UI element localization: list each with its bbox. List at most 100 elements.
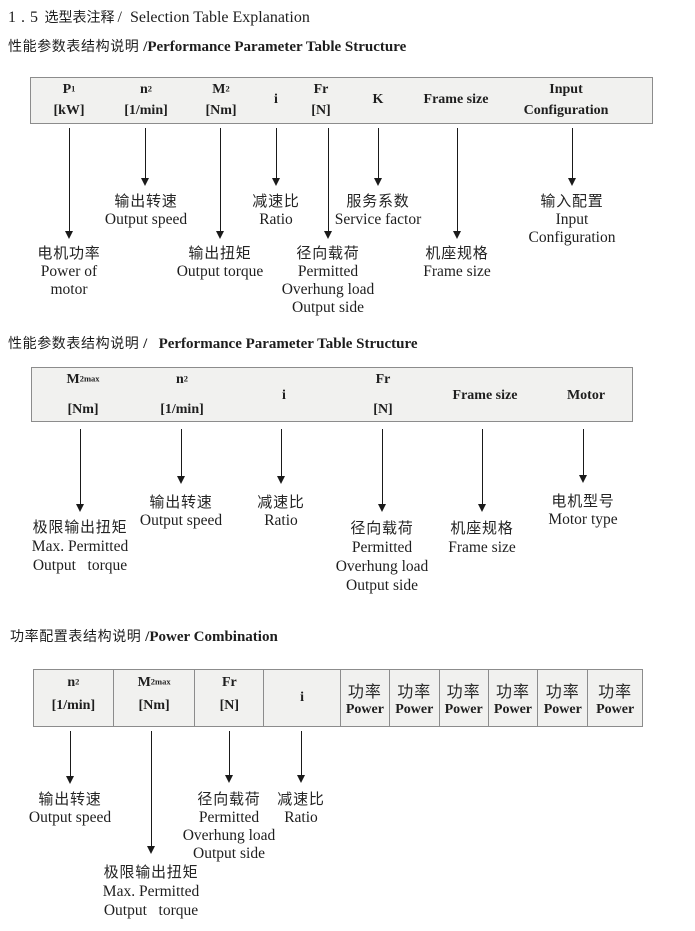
cell-power-zh: 功率: [347, 683, 382, 701]
callout-label-zh: 径向载荷: [296, 245, 360, 262]
cell-unit: [N]: [311, 103, 331, 118]
arrow-line: [300, 731, 302, 775]
arrow-n2: [66, 731, 75, 784]
cell-symbol-text: Input: [549, 81, 583, 97]
col-i: i: [264, 670, 341, 726]
arrow-head-icon: [478, 504, 486, 512]
cell-subscript: 2max: [79, 373, 100, 383]
arrow-n2: [177, 429, 186, 484]
arrow-i: [277, 429, 286, 484]
callout-label-en: Motor type: [548, 511, 618, 528]
arrow-head-icon: [378, 504, 386, 512]
cell-power-zh: 功率: [397, 683, 432, 701]
cell-symbol-text: Fr: [375, 371, 391, 387]
callout-label-zh: 输入配置: [540, 193, 604, 210]
cell-unit: [1/min]: [124, 103, 168, 118]
cell-symbol: M2: [186, 80, 256, 100]
cell-unit: [kW]: [53, 103, 85, 118]
heading-zh: 功率配置表结构说明: [10, 628, 142, 644]
title-en: / Selection Table Explanation: [117, 9, 310, 26]
section-1-heading: 性能参数表结构说明 /Performance Parameter Table S…: [8, 36, 406, 56]
arrow-fr: [378, 429, 387, 512]
arrow-line: [377, 128, 379, 178]
arrow-head-icon: [297, 775, 305, 783]
callout-label-zh: 径向载荷: [350, 520, 414, 537]
cell-symbol: i: [300, 690, 305, 705]
section-3-heading: 功率配置表结构说明 /Power Combination: [10, 626, 278, 646]
cell-symbol: n2: [34, 673, 113, 693]
arrow-motor: [579, 429, 588, 483]
arrow-line: [69, 731, 71, 776]
callout-label-en: Output torque: [176, 263, 264, 280]
arrow-i: [272, 128, 281, 186]
cell-symbol: Frame size: [452, 387, 518, 403]
callout-label-en: Output speed: [28, 809, 112, 826]
arrow-line: [275, 128, 277, 178]
heading-en: /Performance Parameter Table Structure: [139, 39, 407, 55]
cell-symbol: P1: [34, 80, 104, 100]
cell-power-en: Power: [444, 701, 483, 717]
cell-symbol: Fr: [195, 673, 263, 693]
callout-label-zh: 输出转速: [38, 791, 102, 808]
callout-label-en: Overhung load: [182, 827, 276, 844]
col-i: i: [264, 368, 304, 421]
arrow-line: [381, 429, 383, 504]
cell-symbol-text: M: [137, 675, 151, 690]
callout-label-zh: 电机功率: [37, 245, 101, 262]
callout-label-en: Permitted: [351, 539, 413, 556]
arrow-line: [68, 128, 70, 231]
callout-label-zh: 服务系数: [346, 193, 410, 210]
col-n2: n2[1/min]: [106, 78, 186, 123]
arrow-line: [144, 128, 146, 178]
cell-power-zh: 功率: [545, 683, 580, 701]
cell-unit: [1/min]: [160, 401, 204, 417]
cell-power-zh: 功率: [598, 683, 633, 701]
callout-label-en: Ratio: [264, 512, 298, 529]
col-k: K: [358, 78, 398, 123]
col-m2max: M2max[Nm]: [114, 670, 196, 726]
arrow-head-icon: [177, 476, 185, 484]
cell-subscript: 2: [75, 676, 80, 687]
arrow-line: [150, 731, 152, 846]
cell-symbol: Input: [506, 80, 626, 100]
arrow-head-icon: [66, 776, 74, 784]
arrow-i: [297, 731, 306, 783]
col-frame-size: Frame size: [406, 78, 506, 123]
arrow-k: [374, 128, 383, 186]
callout-label-en: Max. Permitted: [31, 537, 129, 555]
callout-label-en: Output side: [292, 299, 364, 316]
arrow-head-icon: [141, 178, 149, 186]
cell-symbol: Frame size: [423, 92, 489, 107]
callout-label-en: Output side: [193, 845, 265, 862]
cell-symbol: K: [372, 92, 384, 107]
heading-zh: 性能参数表结构说明: [8, 335, 140, 351]
cell-power-zh: 功率: [495, 683, 530, 701]
arrow-head-icon: [76, 504, 84, 512]
callout-label-zh: 输出转速: [114, 193, 178, 210]
cell-symbol: i: [274, 92, 278, 107]
col-motor: Motor: [551, 368, 621, 421]
arrow-frame-size: [478, 429, 487, 512]
col-fr: Fr[N]: [291, 78, 351, 123]
title-zh: 选型表注释: [44, 9, 115, 25]
cell-subscript: 1: [71, 83, 76, 93]
cell-symbol: Fr: [353, 370, 413, 390]
arrow-line: [571, 128, 573, 178]
arrow-fr: [225, 731, 234, 783]
callout-label-en: Output speed: [104, 211, 188, 228]
col-fr: Fr[N]: [353, 368, 413, 421]
col-frame-size: Frame size: [435, 368, 535, 421]
cell-unit: [Nm]: [205, 103, 237, 118]
